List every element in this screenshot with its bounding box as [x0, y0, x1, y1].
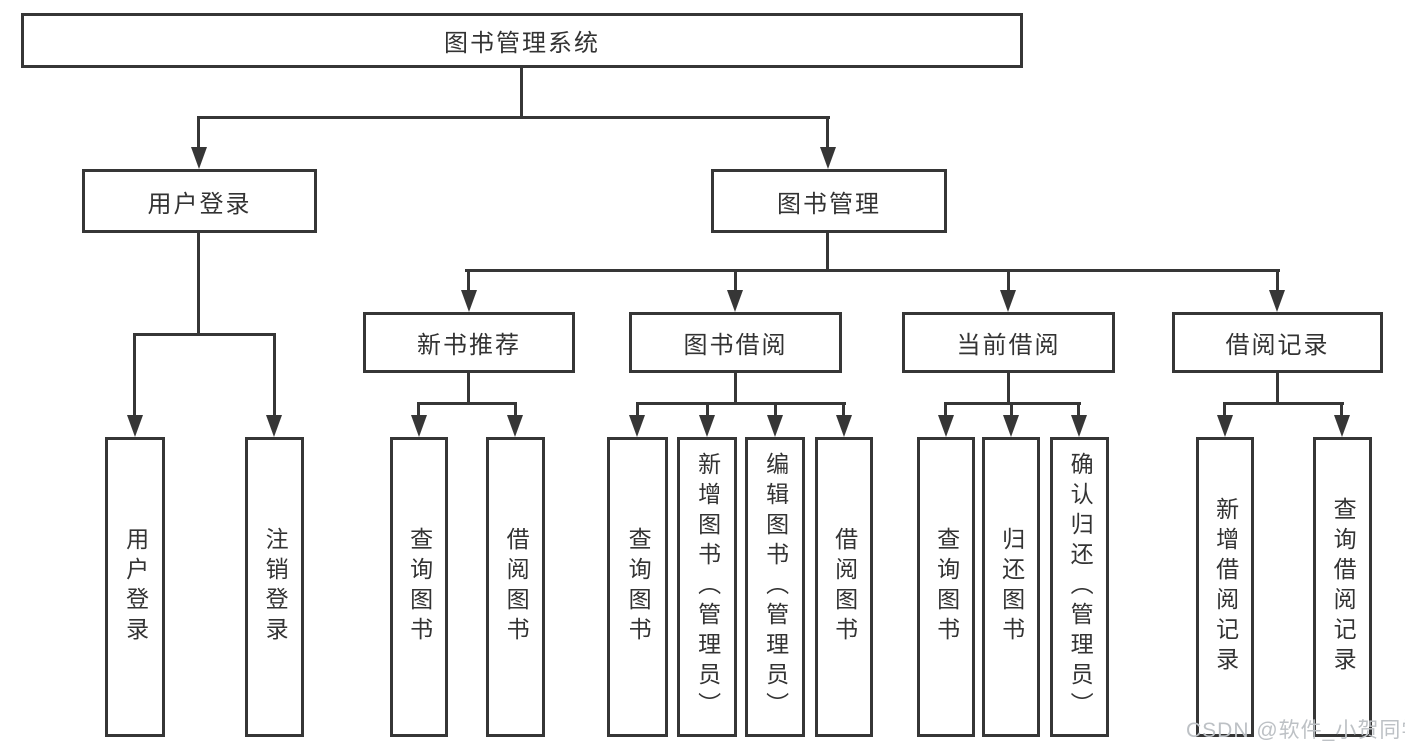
node-recommend-query-books: 查询图书: [390, 437, 448, 737]
node-book-management-label: 图书管理: [777, 190, 881, 218]
node-borrowing-query-books-label: 查询图书: [625, 527, 652, 647]
arrowhead-down-icon: [699, 415, 715, 437]
node-confirm-return-admin: 确认归还（管理员）: [1050, 437, 1109, 737]
node-borrowing-borrow-books: 借阅图书: [815, 437, 873, 737]
arrowhead-down-icon: [820, 147, 836, 169]
connector-line: [417, 402, 420, 415]
node-recommend-query-books-label: 查询图书: [406, 527, 433, 647]
connector-line: [1010, 402, 1013, 415]
node-add-book-admin-label: 新增图书（管理员）: [694, 452, 721, 722]
connector-line: [1276, 269, 1279, 290]
arrowhead-down-icon: [266, 415, 282, 437]
connector-line: [734, 371, 737, 405]
node-recommend-borrow-books: 借阅图书: [486, 437, 545, 737]
node-recommend-borrow-books-label: 借阅图书: [503, 527, 530, 647]
connector-line: [636, 402, 639, 415]
arrowhead-down-icon: [1269, 290, 1285, 312]
connector-line: [520, 66, 523, 119]
node-return-books: 归还图书: [982, 437, 1040, 737]
arrowhead-down-icon: [629, 415, 645, 437]
connector-line: [1223, 402, 1344, 405]
node-book-management: 图书管理: [711, 169, 947, 233]
connector-line: [1223, 402, 1226, 415]
connector-line: [1007, 371, 1010, 405]
node-book-borrowing-label: 图书借阅: [683, 332, 788, 359]
node-return-books-label: 归还图书: [998, 527, 1025, 647]
node-current-borrowing-label: 当前借阅: [956, 332, 1061, 359]
connector-line: [826, 232, 829, 272]
arrowhead-down-icon: [127, 415, 143, 437]
node-add-book-admin: 新增图书（管理员）: [677, 437, 737, 737]
connector-line: [1276, 371, 1279, 405]
arrowhead-down-icon: [191, 147, 207, 169]
node-borrowing-query-books: 查询图书: [607, 437, 668, 737]
arrowhead-down-icon: [461, 290, 477, 312]
node-book-borrowing: 图书借阅: [629, 312, 842, 373]
node-borrowing-records-label: 借阅记录: [1225, 332, 1330, 359]
arrowhead-down-icon: [507, 415, 523, 437]
connector-line: [944, 402, 947, 415]
node-add-borrow-record: 新增借阅记录: [1196, 437, 1254, 737]
connector-line: [514, 402, 517, 415]
connector-line: [826, 116, 829, 147]
arrowhead-down-icon: [1217, 415, 1233, 437]
arrowhead-down-icon: [1071, 415, 1087, 437]
node-user-login-label: 用户登录: [147, 190, 252, 218]
connector-line: [734, 269, 737, 290]
node-borrowing-records: 借阅记录: [1172, 312, 1383, 373]
node-leaf-logout: 注销登录: [245, 437, 304, 737]
arrowhead-down-icon: [411, 415, 427, 437]
node-current-query-books-label: 查询图书: [933, 527, 960, 647]
connector-line: [774, 402, 777, 415]
connector-line: [706, 402, 709, 415]
connector-line: [1007, 269, 1010, 290]
connector-line: [1340, 402, 1343, 415]
arrowhead-down-icon: [1334, 415, 1350, 437]
node-confirm-return-admin-label: 确认归还（管理员）: [1067, 452, 1094, 722]
node-leaf-logout-label: 注销登录: [262, 527, 289, 647]
arrowhead-down-icon: [1003, 415, 1019, 437]
node-current-borrowing: 当前借阅: [902, 312, 1115, 373]
node-edit-book-admin-label: 编辑图书（管理员）: [762, 452, 789, 722]
connector-line: [842, 402, 845, 415]
connector-line: [133, 333, 136, 415]
node-new-book-recommend: 新书推荐: [363, 312, 575, 373]
node-current-query-books: 查询图书: [917, 437, 975, 737]
node-borrowing-borrow-books-label: 借阅图书: [831, 527, 858, 647]
node-leaf-user-login-label: 用户登录: [122, 527, 149, 647]
arrowhead-down-icon: [1000, 290, 1016, 312]
node-query-borrow-record-label: 查询借阅记录: [1330, 497, 1357, 677]
connector-line: [467, 371, 470, 405]
node-new-book-recommend-label: 新书推荐: [417, 332, 521, 359]
arrowhead-down-icon: [938, 415, 954, 437]
node-edit-book-admin: 编辑图书（管理员）: [745, 437, 805, 737]
connector-line: [197, 116, 200, 147]
connector-line: [467, 269, 470, 290]
node-library-system-label: 图书管理系统: [444, 30, 600, 57]
arrowhead-down-icon: [767, 415, 783, 437]
watermark-text: CSDN @软件_小贺同学: [1186, 719, 1405, 742]
connector-line: [417, 402, 517, 405]
arrowhead-down-icon: [836, 415, 852, 437]
connector-line: [197, 232, 200, 336]
node-leaf-user-login: 用户登录: [105, 437, 165, 737]
connector-line: [636, 402, 846, 405]
connector-line: [197, 116, 830, 119]
connector-line: [133, 333, 276, 336]
connector-line: [273, 333, 276, 415]
node-query-borrow-record: 查询借阅记录: [1313, 437, 1372, 737]
connector-line: [1077, 402, 1080, 415]
arrowhead-down-icon: [727, 290, 743, 312]
node-user-login: 用户登录: [82, 169, 317, 233]
node-library-system: 图书管理系统: [21, 13, 1023, 68]
connector-line: [465, 269, 1280, 272]
node-add-borrow-record-label: 新增借阅记录: [1212, 497, 1239, 677]
